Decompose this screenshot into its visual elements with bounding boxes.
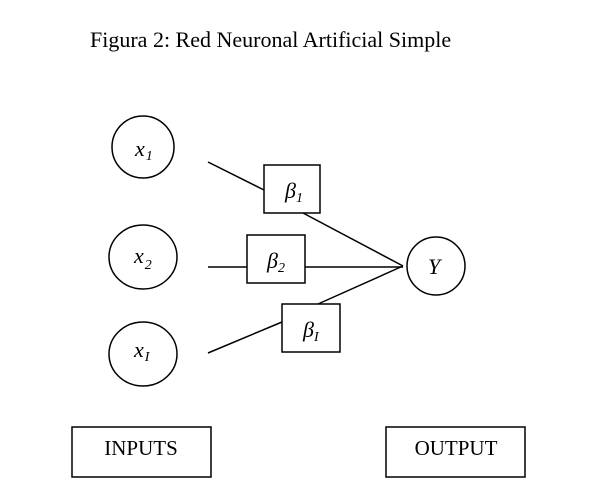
output-label-box xyxy=(385,426,526,478)
weight-label-beta2: β2 xyxy=(266,248,285,276)
weight-box-betaI xyxy=(281,303,341,353)
input-label-xI: xI xyxy=(133,337,151,365)
input-label-x1: x1 xyxy=(134,136,153,164)
input-node-xI xyxy=(108,321,178,387)
input-node-x1 xyxy=(111,115,175,179)
output-label: OUTPUT xyxy=(415,436,498,460)
weight-box-beta1 xyxy=(263,164,321,214)
weight-label-betaI: βI xyxy=(302,317,320,345)
edge-beta1-y xyxy=(302,212,404,267)
output-label-y: Y xyxy=(428,254,443,279)
edge-betaI-y xyxy=(317,265,404,305)
input-label-x2: x2 xyxy=(133,243,152,273)
inputs-label-box xyxy=(71,426,212,478)
figure-title: Figura 2: Red Neuronal Artificial Simple xyxy=(90,27,452,52)
edge-x1-beta1 xyxy=(207,161,265,191)
input-node-x2 xyxy=(108,224,178,290)
edge-xI-betaI xyxy=(207,321,283,354)
output-node-y xyxy=(406,236,466,296)
weight-label-beta1: β1 xyxy=(284,178,303,206)
inputs-label: INPUTS xyxy=(104,436,178,460)
weight-box-beta2 xyxy=(246,234,306,284)
